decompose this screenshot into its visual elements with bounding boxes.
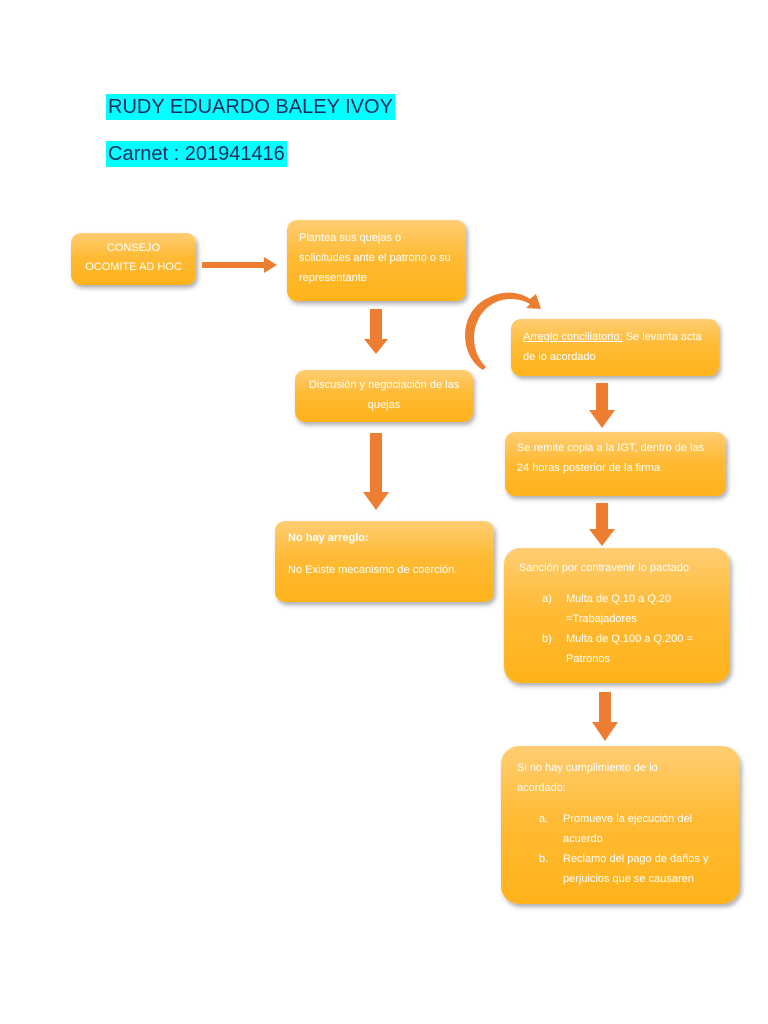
sancion-list: a) Multa de Q.10 a Q.20 =Trabajadores b)… xyxy=(519,589,715,669)
arreglo-text: Se levanta acta de lo acordado xyxy=(523,331,702,363)
no-arreglo-title: No hay arreglo: xyxy=(288,532,369,544)
arrow-down-icon xyxy=(589,383,615,428)
arrow-right-icon xyxy=(202,257,277,273)
arreglo-box: Arreglo conciliatorio: Se levanta acta d… xyxy=(511,319,719,376)
list-item: b. Reclamo del pago de daños y perjuicio… xyxy=(539,853,709,885)
consejo-box: CONSEJO OCOMITE AD HOC xyxy=(71,233,196,285)
consejo-text: CONSEJO OCOMITE AD HOC xyxy=(85,242,182,273)
plantea-box: Plantea sus quejas o solicitudes ante el… xyxy=(287,220,466,301)
arrow-down-icon xyxy=(592,692,618,741)
arrow-down-icon xyxy=(364,309,388,354)
list-item: a) Multa de Q.10 a Q.20 =Trabajadores xyxy=(542,593,672,625)
carnet-number: Carnet : 201941416 xyxy=(106,141,287,167)
discusion-text: Discusión y negociación de las quejas xyxy=(308,379,460,411)
arrow-down-icon xyxy=(363,433,389,510)
arrow-down-icon xyxy=(589,503,615,546)
incumplimiento-list: a. Promueve la ejecución del acuerdo b. … xyxy=(517,809,724,889)
list-item: a. Promueve la ejecución del acuerdo xyxy=(539,813,693,845)
plantea-text: Plantea sus quejas o solicitudes ante el… xyxy=(299,232,451,284)
arreglo-label: Arreglo conciliatorio: xyxy=(523,331,623,343)
no-arreglo-text: No Existe mecanismo de coerción. xyxy=(288,564,458,576)
author-name: RUDY EDUARDO BALEY IVOY xyxy=(106,94,395,120)
sancion-title: Sanción por contravenir lo pactado xyxy=(519,562,689,574)
remite-box: Se remite copia a la IGT, dentro de las … xyxy=(505,432,726,496)
incumplimiento-box: Si no hay cumplimiento de lo acordado: a… xyxy=(501,746,740,904)
sancion-box: Sanción por contravenir lo pactado a) Mu… xyxy=(504,548,730,683)
incumplimiento-title: Si no hay cumplimiento de lo acordado: xyxy=(517,762,658,794)
discusion-box: Discusión y negociación de las quejas xyxy=(295,370,473,422)
no-arreglo-box: No hay arreglo: No Existe mecanismo de c… xyxy=(275,521,494,602)
list-item: b) Multa de Q.100 a Q.200 = Patronos xyxy=(542,633,693,665)
remite-text: Se remite copia a la IGT, dentro de las … xyxy=(517,442,705,474)
